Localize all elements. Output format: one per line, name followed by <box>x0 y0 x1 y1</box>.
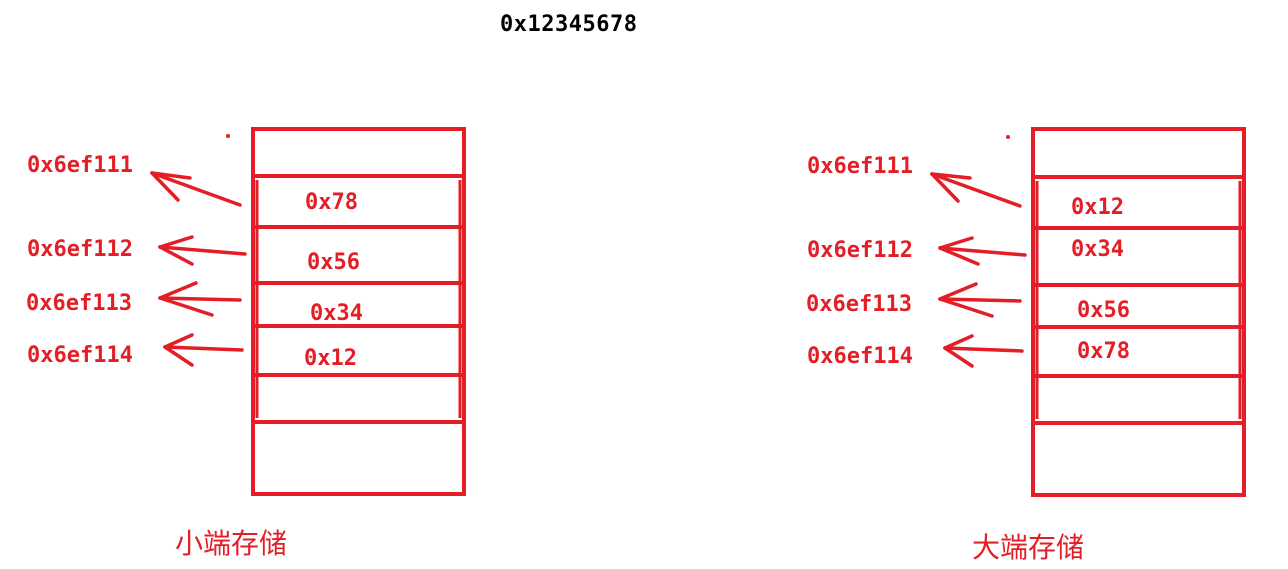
little-endian-cell-2: 0x56 <box>307 250 360 275</box>
arrow-icon <box>938 236 1027 266</box>
big-endian-cell-2: 0x34 <box>1071 237 1124 262</box>
little-endian-address-2: 0x6ef112 <box>27 237 133 262</box>
little-endian-dot <box>226 134 230 138</box>
little-endian-memory-stack <box>251 127 466 496</box>
diagram-title: 0x12345678 <box>500 12 638 37</box>
little-endian-caption: 小端存储 <box>175 527 288 560</box>
little-endian-arrows <box>150 171 247 367</box>
little-endian-address-1: 0x6ef111 <box>27 153 133 178</box>
little-endian-cell-4: 0x12 <box>304 346 357 371</box>
arrow-icon <box>163 333 244 367</box>
arrow-icon <box>943 334 1024 368</box>
big-endian-cell-1: 0x12 <box>1071 195 1124 220</box>
big-endian-cell-3: 0x56 <box>1077 298 1130 323</box>
arrow-icon <box>150 171 242 207</box>
big-endian-cell-4: 0x78 <box>1077 339 1130 364</box>
big-endian-stack-outline <box>1031 127 1246 497</box>
arrow-icon <box>938 282 1022 318</box>
little-endian-cell-1: 0x78 <box>305 190 358 215</box>
big-endian-address-2: 0x6ef112 <box>807 238 913 263</box>
little-endian-stack-outline <box>251 127 466 496</box>
arrow-icon <box>930 172 1022 208</box>
big-endian-caption: 大端存储 <box>972 531 1085 564</box>
big-endian-address-3: 0x6ef113 <box>806 292 912 317</box>
little-endian-address-3: 0x6ef113 <box>26 291 132 316</box>
big-endian-address-1: 0x6ef111 <box>807 154 913 179</box>
little-endian-address-4: 0x6ef114 <box>27 343 133 368</box>
big-endian-memory-stack <box>1031 127 1246 497</box>
little-endian-cell-3: 0x34 <box>310 301 363 326</box>
arrow-icon <box>158 281 242 317</box>
big-endian-arrows <box>930 172 1027 368</box>
arrow-icon <box>158 235 247 266</box>
big-endian-address-4: 0x6ef114 <box>807 344 913 369</box>
big-endian-dot <box>1006 135 1010 139</box>
